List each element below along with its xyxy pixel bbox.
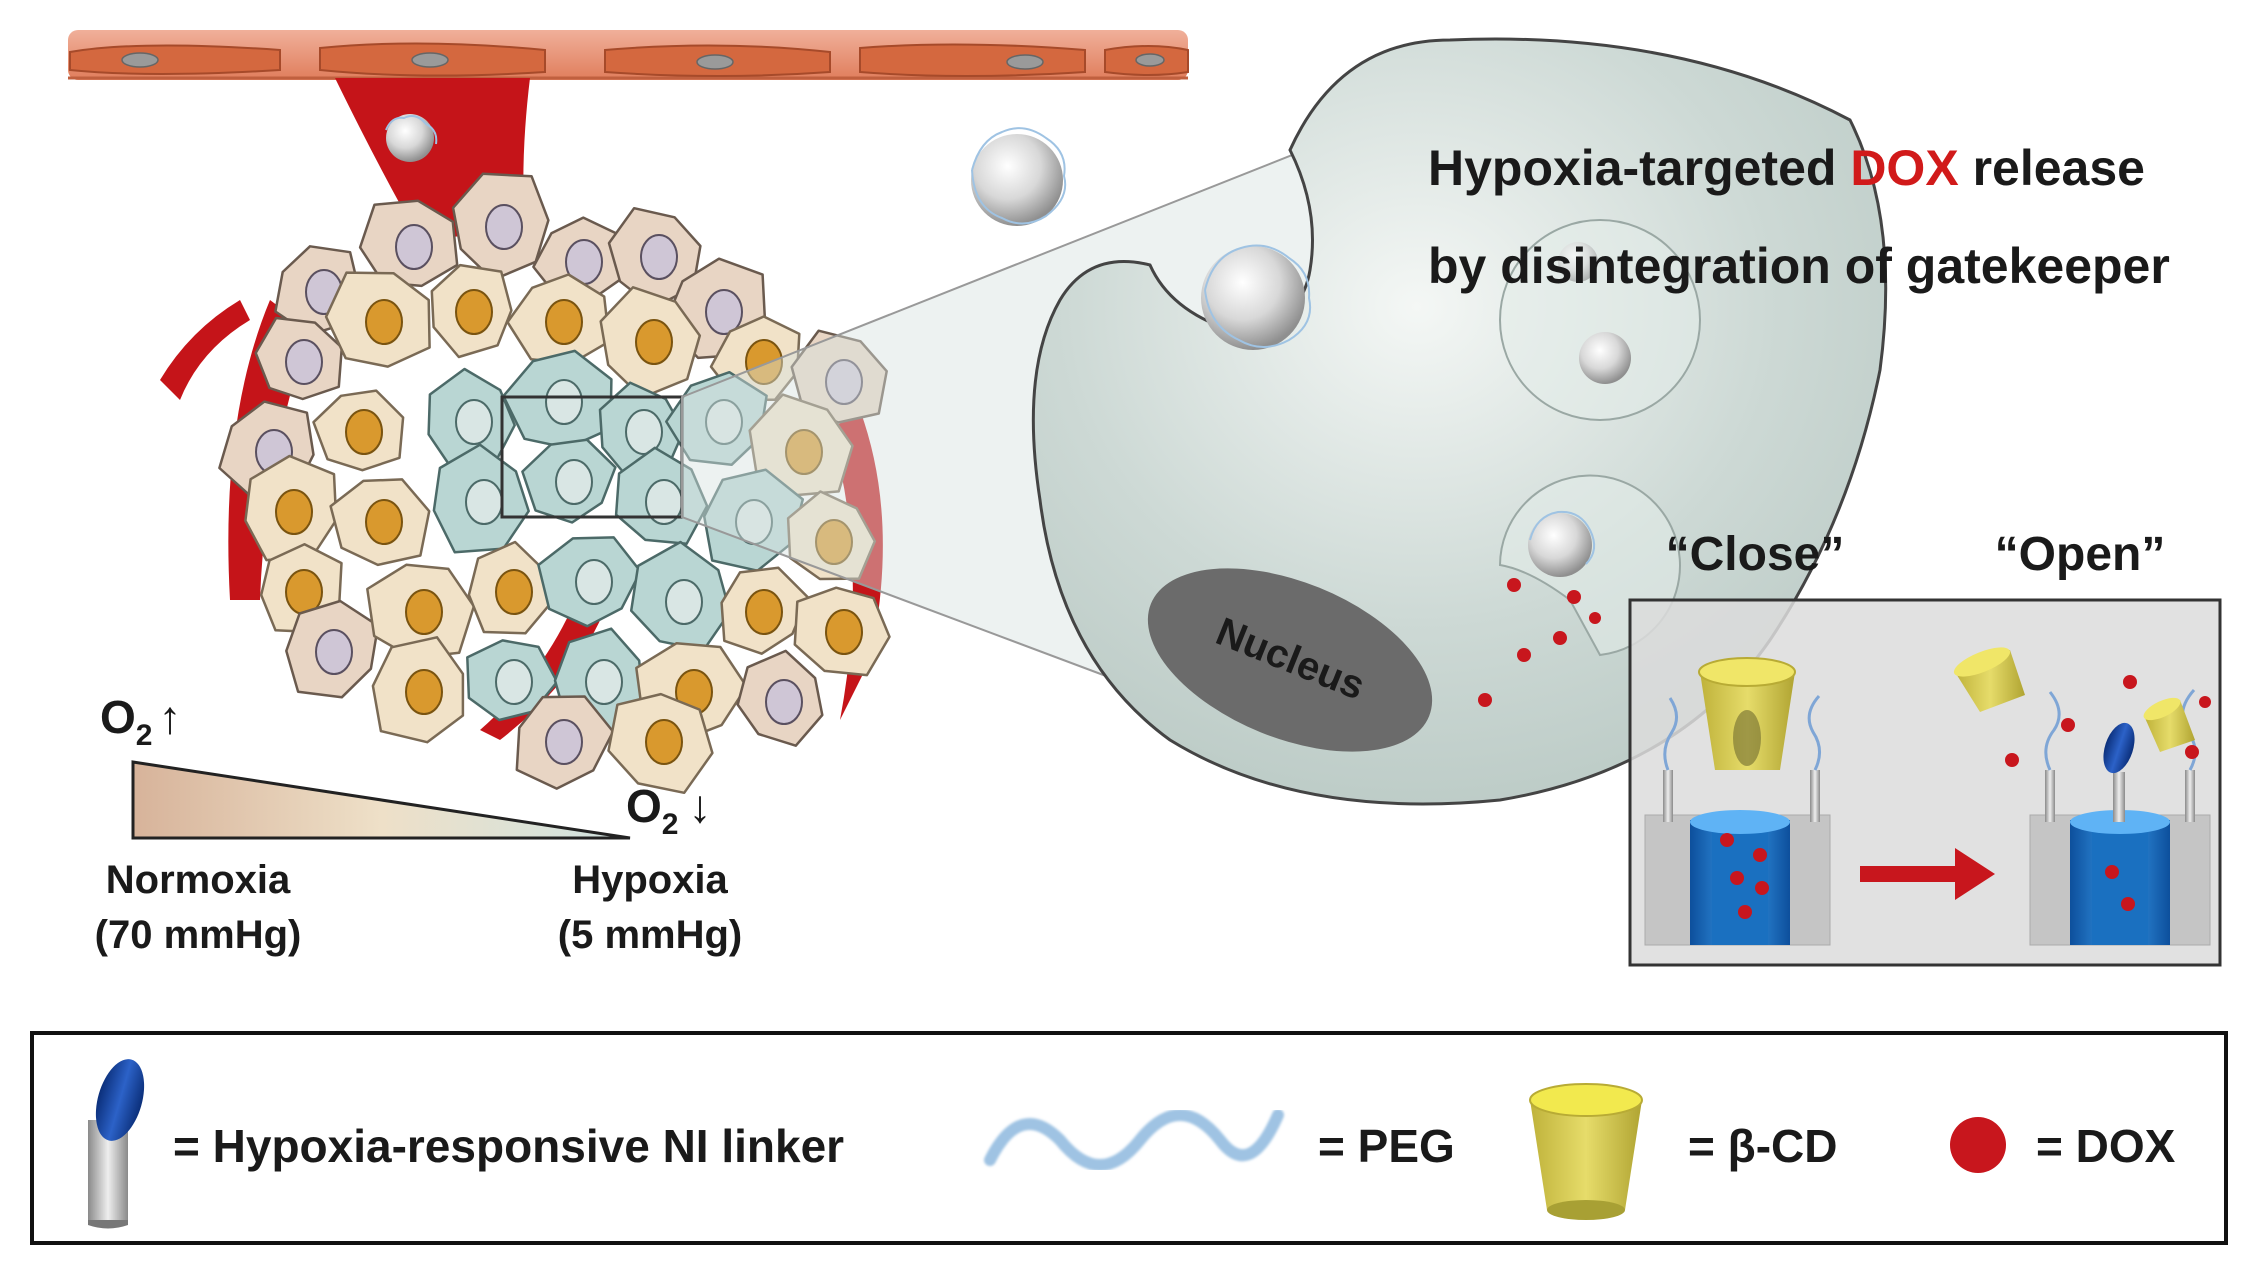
legend-dox-label: = DOX	[2036, 1120, 2176, 1172]
o2-low-label: O2↓	[626, 780, 711, 841]
tumor-cell	[599, 286, 702, 399]
tumor-cell	[285, 599, 380, 699]
tumor-cell	[244, 454, 338, 562]
nanoparticle	[385, 114, 438, 162]
tumor-cell	[607, 692, 714, 795]
o2-high-label: O2↑	[100, 691, 181, 752]
tumor-cell	[254, 316, 344, 401]
legend-bcd-label: = β-CD	[1688, 1120, 1837, 1172]
detached-bcd	[1953, 647, 2025, 712]
tumor-cell	[748, 393, 854, 497]
nanoparticle	[1201, 244, 1311, 350]
oxygen-gradient: O2↑ O2↓ Normoxia (70 mmHg) Hypoxia (5 mm…	[95, 691, 743, 957]
legend: = Hypoxia-responsive NI linker = PEG = β…	[30, 1031, 2228, 1245]
hypoxia-label: Hypoxia	[572, 858, 728, 902]
tumor-cell	[312, 389, 405, 472]
tumor-cell	[736, 649, 824, 747]
gatekeeper-inset: “Close” “Open”	[1628, 528, 2222, 967]
tumor-cell	[720, 566, 809, 655]
close-state-label: “Close”	[1666, 528, 1845, 581]
closed-pore	[1644, 657, 1831, 946]
normoxia-value: (70 mmHg)	[95, 913, 302, 957]
endosome	[1499, 219, 1701, 421]
tumor-cell	[629, 540, 732, 652]
nanoparticle	[971, 127, 1067, 226]
transition-arrow	[1860, 848, 1995, 900]
tumor-cell	[665, 370, 768, 467]
heading-line-2: by disintegration of gatekeeper	[1428, 238, 2170, 294]
nucleus: Nucleus	[1147, 568, 1433, 752]
tumor-cell	[790, 329, 888, 424]
open-state-label: “Open”	[1995, 528, 2166, 581]
open-pore	[1953, 647, 2211, 946]
legend-peg-label: = PEG	[1318, 1120, 1455, 1172]
tumor-cell	[358, 199, 459, 288]
tumor-cell	[702, 468, 805, 572]
blood-vessel	[68, 30, 1189, 80]
tumor-cell	[786, 490, 877, 581]
peg-icon	[984, 1109, 1284, 1171]
tumor-cell	[466, 639, 559, 722]
tumor-cell	[329, 478, 431, 567]
linker-icon	[88, 1059, 145, 1229]
tumor-cell-cluster	[218, 172, 891, 795]
tumor-cell	[537, 536, 642, 628]
tumor-cell	[371, 636, 465, 744]
legend-linker-label: = Hypoxia-responsive NI linker	[173, 1120, 844, 1172]
hypoxia-value: (5 mmHg)	[558, 913, 742, 957]
normoxia-label: Normoxia	[106, 858, 291, 902]
tumor-cell	[324, 271, 431, 368]
tumor-cell	[515, 695, 615, 790]
dox-icon	[1950, 1117, 2006, 1173]
tumor-cell	[430, 263, 513, 359]
heading-line-1: Hypoxia-targeted DOX release	[1428, 140, 2145, 196]
tumor-cell	[432, 443, 530, 554]
detached-bcd	[2143, 697, 2195, 752]
tumor-cell	[451, 172, 550, 282]
tumor-cell	[793, 586, 891, 677]
tumor-cell	[502, 349, 613, 450]
tumor-cell	[506, 273, 611, 365]
tumor-cell	[467, 540, 552, 635]
tumor-cell	[521, 438, 617, 524]
released-dox	[1478, 578, 1601, 707]
bcd-icon	[1529, 1083, 1643, 1220]
tumor-cell	[614, 446, 709, 546]
